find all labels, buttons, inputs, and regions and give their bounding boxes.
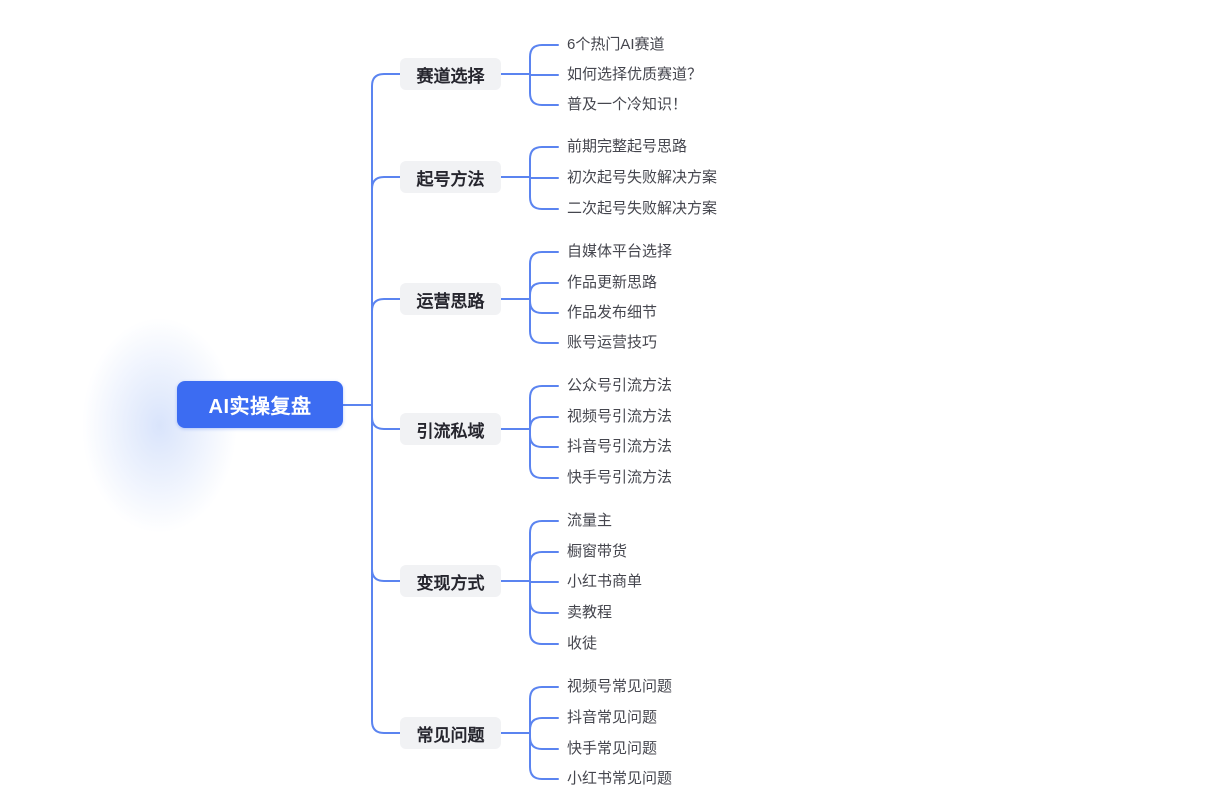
leaf-node[interactable]: 收徒 (567, 635, 598, 652)
branch-node-operation-ideas[interactable]: 运营思路 (400, 283, 501, 315)
branch-node-faq[interactable]: 常见问题 (400, 717, 501, 749)
leaf-node[interactable]: 快手号引流方法 (567, 469, 673, 486)
leaf-node[interactable]: 小红书常见问题 (567, 770, 673, 787)
leaf-node[interactable]: 自媒体平台选择 (567, 243, 673, 260)
branch-node-monetization[interactable]: 变现方式 (400, 565, 501, 597)
leaf-node[interactable]: 公众号引流方法 (567, 377, 673, 394)
leaf-node[interactable]: 视频号常见问题 (567, 678, 673, 695)
leaf-node[interactable]: 如何选择优质赛道？ (567, 66, 703, 83)
leaf-node[interactable]: 橱窗带货 (567, 543, 628, 560)
leaf-node[interactable]: 普及一个冷知识！ (567, 96, 688, 113)
leaf-node[interactable]: 6个热门AI赛道 (567, 36, 665, 53)
leaf-node[interactable]: 作品发布细节 (567, 304, 658, 321)
leaf-node[interactable]: 二次起号失败解决方案 (567, 200, 718, 217)
leaf-node[interactable]: 快手常见问题 (567, 740, 658, 757)
root-node[interactable]: AI实操复盘 (177, 381, 343, 428)
leaf-node[interactable]: 小红书商单 (567, 573, 643, 590)
branch-node-account-startup[interactable]: 起号方法 (400, 161, 501, 193)
leaf-node[interactable]: 流量主 (567, 512, 613, 529)
branch-node-track-selection[interactable]: 赛道选择 (400, 58, 501, 90)
leaf-node[interactable]: 初次起号失败解决方案 (567, 169, 718, 186)
leaf-node[interactable]: 抖音常见问题 (567, 709, 658, 726)
leaf-node[interactable]: 抖音号引流方法 (567, 438, 673, 455)
leaf-node[interactable]: 前期完整起号思路 (567, 138, 688, 155)
leaf-node[interactable]: 卖教程 (567, 604, 613, 621)
leaf-node[interactable]: 作品更新思路 (567, 274, 658, 291)
leaf-node[interactable]: 账号运营技巧 (567, 334, 658, 351)
leaf-node[interactable]: 视频号引流方法 (567, 408, 673, 425)
branch-node-private-traffic[interactable]: 引流私域 (400, 413, 501, 445)
